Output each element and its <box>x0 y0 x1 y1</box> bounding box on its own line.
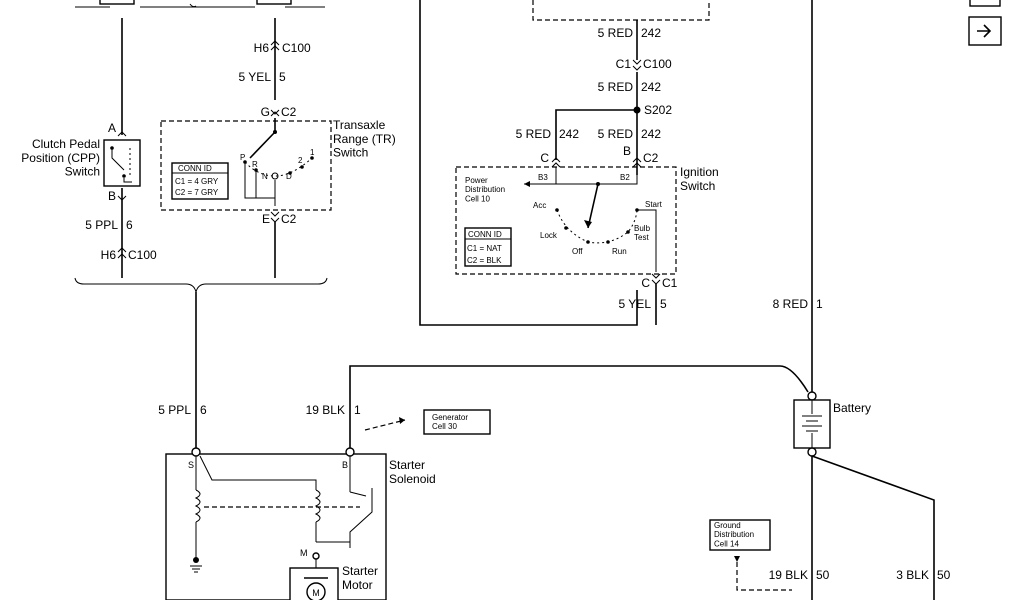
pin-s-label: S <box>188 460 194 470</box>
red-mid-label: 5 RED <box>598 80 634 94</box>
tr-pos-d: D <box>286 172 292 181</box>
ground-blk-wire-1: 19 BLK <box>769 568 808 582</box>
h6-bottom-label: H6 <box>101 248 117 262</box>
pin-b-label: B <box>623 144 631 158</box>
pin-a-label: A <box>108 121 116 135</box>
ignition-switch-box <box>455 166 677 275</box>
red-top-circuit: 242 <box>641 26 661 40</box>
battery-label: Battery <box>833 401 871 415</box>
tr-pos-2: 2 <box>298 156 303 165</box>
c2-bottom-label: C2 <box>281 212 297 226</box>
red-right-circuit: 242 <box>641 127 661 141</box>
ppl-circuit-label: 6 <box>126 218 133 232</box>
ground-blk-circuit-1: 50 <box>816 568 830 582</box>
pin-c-bottom-label: C <box>641 276 650 290</box>
pos-off: Off <box>572 247 583 256</box>
svg-text:C2 = 7 GRY: C2 = 7 GRY <box>175 188 219 197</box>
c1-label: C1 <box>616 57 632 71</box>
svg-text:C1 = NAT: C1 = NAT <box>467 244 502 253</box>
tr-conn-id: CONN ID C1 = 4 GRY C2 = 7 GRY <box>171 162 229 200</box>
starter-ppl-wire: 5 PPL <box>158 403 191 417</box>
cpp-switch-box <box>103 139 141 187</box>
pin-e-label: E <box>262 212 270 226</box>
red-left-circuit: 242 <box>559 127 579 141</box>
svg-text:CONN ID: CONN ID <box>178 164 212 173</box>
pos-acc: Acc <box>533 201 546 210</box>
pos-run: Run <box>612 247 627 256</box>
battery-red-circuit: 1 <box>816 297 823 311</box>
c100-label: C100 <box>282 41 311 55</box>
wire-circuit-label: 5 <box>279 70 286 84</box>
starter-ppl-circuit: 6 <box>200 403 207 417</box>
ground-blk-circuit-2: 50 <box>937 568 951 582</box>
tr-pos-n: N <box>262 172 268 181</box>
c100-bottom-label: C100 <box>128 248 157 262</box>
ignition-circuit: 5 RED 242 C1 C100 5 RED 242 S202 5 RED 2… <box>419 0 719 326</box>
pin-c-label: C <box>540 151 549 165</box>
b2-label: B2 <box>620 173 630 182</box>
red-mid-circuit: 242 <box>641 80 661 94</box>
red-top-label: 5 RED <box>598 26 634 40</box>
yel-circuit-label: 5 <box>660 297 667 311</box>
ground-blk-wire-2: 3 BLK <box>896 568 929 582</box>
pin-b-solenoid: B <box>342 460 348 470</box>
tr-pos-p: P <box>240 153 245 162</box>
pos-start: Start <box>645 200 663 209</box>
tr-pos-r: R <box>252 160 258 169</box>
svg-text:C2 = BLK: C2 = BLK <box>467 256 502 265</box>
c2-label: C2 <box>281 105 297 119</box>
yel-wire-label: 5 YEL <box>619 297 652 311</box>
red-left-label: 5 RED <box>516 127 552 141</box>
svg-text:CONN ID: CONN ID <box>468 230 502 239</box>
nav-icons[interactable] <box>968 0 1002 46</box>
arrow-right-icon[interactable] <box>968 16 1002 46</box>
c1-bottom-label: C1 <box>662 276 678 290</box>
tr-pos-1: 1 <box>310 148 315 157</box>
c100-label: C100 <box>643 57 672 71</box>
ppl-wire-label: 5 PPL <box>85 218 118 232</box>
pin-m-label: M <box>300 548 308 558</box>
h6-label: H6 <box>254 41 270 55</box>
tr-switch-box <box>160 120 332 211</box>
pos-lock: Lock <box>540 231 558 240</box>
c2-label: C2 <box>643 151 659 165</box>
starter-blk-circuit: 1 <box>354 403 361 417</box>
solenoid-box <box>165 453 387 600</box>
wire-color-label: 5 YEL <box>239 70 272 84</box>
battery-red-wire: 8 RED <box>773 297 809 311</box>
b3-label: B3 <box>538 173 548 182</box>
svg-text:C1 = 4 GRY: C1 = 4 GRY <box>175 177 219 186</box>
ignition-conn-id: CONN ID C1 = NAT C2 = BLK <box>464 227 512 267</box>
motor-symbol: M <box>312 588 320 598</box>
pin-g-label: G <box>261 105 270 119</box>
red-right-label: 5 RED <box>598 127 634 141</box>
pin-b-label: B <box>108 189 116 203</box>
splice-label: S202 <box>644 103 672 117</box>
battery-circuit: 8 RED 1 Battery <box>349 0 935 600</box>
starter-blk-wire: 19 BLK <box>306 403 345 417</box>
nav-prev-icon[interactable] <box>969 0 1001 7</box>
